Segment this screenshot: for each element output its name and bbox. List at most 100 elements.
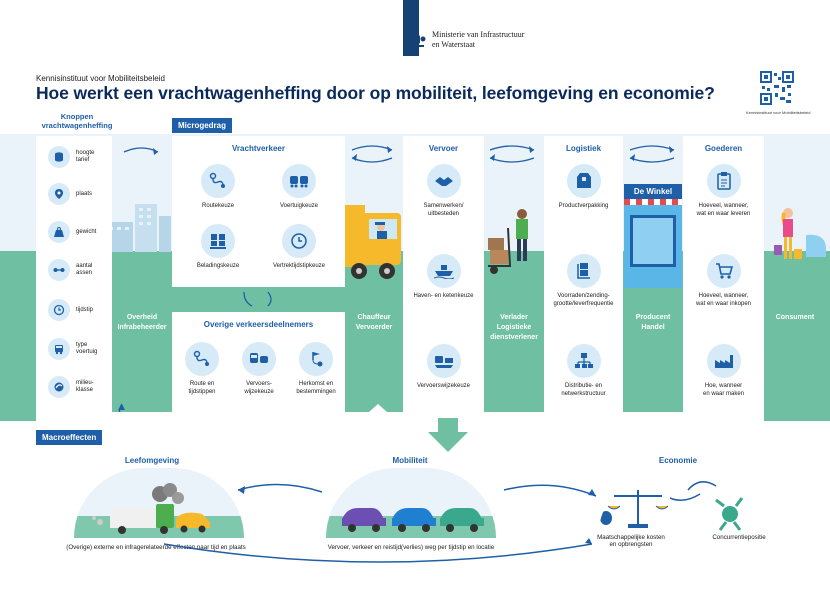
distributie-label-2: netwerkstructuur: [561, 391, 606, 397]
vertrektijdstipkeuze-item[interactable]: Vertrektijdstipkeuze: [260, 224, 338, 270]
mobiliteit-text: Vervoer, verkeer en reistijd(verlies) we…: [327, 544, 495, 551]
maken-item[interactable]: Hoe, wanneer en waar maken: [683, 344, 764, 398]
vervoerswijzekeuze-vervoer-item[interactable]: Vervoerswijzekeuze: [403, 344, 484, 390]
qr-code-icon[interactable]: [760, 71, 794, 105]
samenwerken-label-2: uitbesteden: [427, 211, 460, 217]
overige-title: Overige verkeersdeelnemers: [203, 320, 314, 329]
traffic-cars-illustration: [342, 508, 484, 532]
label-verlader: Verlader Logistieke dienstverlener: [484, 313, 544, 343]
label-producent: Producent Handel: [623, 313, 683, 333]
train-car-icon: [242, 342, 276, 376]
maken-label-2: en waar maken: [702, 391, 745, 397]
voertuigkeuze-item[interactable]: Voertuigkeuze: [268, 164, 330, 210]
scale-competition-illustration: [600, 490, 744, 531]
productverpakking-item[interactable]: Productverpakking: [544, 164, 623, 210]
shop-window: [630, 215, 676, 267]
vehicles-icon: [282, 164, 316, 198]
voorraden-label-1: Voorraden/zending-: [557, 293, 610, 299]
economie-title: Economie: [658, 456, 698, 465]
samenwerken-item[interactable]: Samenwerken/ uitbesteden: [405, 164, 482, 218]
knop-label-2: assen: [76, 270, 93, 276]
haven-ketenkeuze-item[interactable]: Haven- en ketenkeuze: [403, 254, 484, 300]
pollution-scene-illustration: [92, 483, 210, 534]
economie-dome: [598, 468, 768, 538]
maken-label-1: Hoe, wanneer: [704, 383, 743, 389]
knop-plaats[interactable]: plaats: [48, 183, 92, 205]
knop-label-2: tarief: [76, 157, 90, 163]
institute-label: Kennisinstituut voor Mobiliteitsbeleid: [36, 74, 165, 83]
maatschappelijke-label-2: en opbrengsten: [609, 541, 653, 548]
economie-text-2: Concurrentiepositie: [712, 534, 766, 541]
route-tijdstippen-item[interactable]: Route en tijdstippen: [176, 342, 228, 396]
ministry-name: Ministerie van Infrastructuur en Waterst…: [432, 30, 524, 50]
routekeuze-item[interactable]: Routekeuze: [190, 164, 246, 210]
vrachtverkeer-title: Vrachtverkeer: [232, 144, 285, 153]
knoppen-title: Knoppen vrachtwagenheffing: [36, 112, 118, 130]
city-buildings-illustration: [105, 204, 171, 252]
mobiliteit-title: Mobiliteit: [392, 456, 428, 465]
herkomst-item[interactable]: Herkomst en bestemmingen: [288, 342, 344, 396]
inkopen-label-1: Hoeveel, wanneer,: [698, 293, 749, 299]
samenwerken-label-1: Samenwerken/: [423, 203, 464, 209]
macroeffecten-tag: Macroeffecten: [36, 430, 103, 445]
goederen-panel: Goederen Hoeveel, wanneer, wat en waar l…: [683, 136, 764, 412]
knop-label: tijdstip: [76, 306, 94, 313]
label-consument: Consument: [764, 313, 826, 323]
knoppen-title-line-2: vrachtwagenheffing: [41, 121, 113, 130]
overheid-text: Overheid: [126, 314, 158, 321]
distributie-item[interactable]: Distributie- en netwerkstructuur: [544, 344, 623, 398]
leveren-item[interactable]: Hoeveel, wanneer, wat en waar leveren: [683, 164, 764, 218]
truck-ship-icon: [426, 344, 461, 378]
shop-sign: De Winkel: [624, 184, 682, 199]
clock-icon: [48, 299, 70, 321]
overige-panel: Overige verkeersdeelnemers Route en tijd…: [172, 312, 345, 412]
goederen-title: Goederen: [704, 144, 743, 153]
verlader-text: Verlader: [500, 314, 528, 321]
leefomgeving-dome: [74, 468, 244, 538]
down-arrow: [428, 418, 468, 452]
beladingskeuze-item[interactable]: Beladingskeuze: [186, 224, 250, 270]
consument-text: Consument: [775, 314, 815, 321]
vertrektijdstipkeuze-label: Vertrektijdstipkeuze: [272, 263, 326, 269]
knop-tijdstip[interactable]: tijdstip: [48, 299, 93, 321]
chauffeur-text: Chauffeur: [357, 314, 391, 321]
maatschappelijke-label-1: Maatschappelijke kosten: [597, 534, 665, 541]
knop-gewicht[interactable]: gewicht: [48, 221, 96, 243]
herkomst-label-1: Herkomst en: [298, 381, 333, 387]
route-label-2: tijdstippen: [188, 389, 216, 395]
handel-text: Handel: [641, 324, 665, 331]
vervoer-title: Vervoer: [428, 144, 459, 153]
network-icon: [566, 344, 601, 378]
route-label-1: Route en: [189, 381, 215, 387]
voertuigkeuze-label: Voertuigkeuze: [279, 203, 319, 209]
leveren-label-2: wat en waar leveren: [696, 211, 751, 217]
label-overheid: Overheid Infrabeheerder: [112, 313, 172, 333]
productverpakking-label: Productverpakking: [558, 203, 609, 209]
qr-label: Kennisinstituut voor Mobiliteitsbeleid: [746, 110, 811, 115]
inkopen-item[interactable]: Hoeveel, wanneer, wat en waar inkopen: [683, 254, 764, 308]
vervoerswijzekeuze-item[interactable]: Vervoers- wijzekeuze: [232, 342, 286, 396]
knop-label-2: voertuig: [76, 349, 98, 355]
vervoerder-text: Vervoerder: [355, 324, 393, 331]
vervoers-label-1: Vervoers-: [246, 381, 272, 387]
clipboard-icon: [706, 164, 741, 198]
producent-text: Producent: [635, 314, 671, 321]
up-arrow: [360, 404, 396, 430]
microgedrag-tag: Microgedrag: [172, 118, 233, 133]
leveren-label-1: Hoeveel, wanneer,: [698, 203, 749, 209]
axle-icon: [48, 259, 70, 281]
inkopen-label-2: wat en waar inkopen: [695, 301, 752, 307]
ministry-line-2: en Waterstaat: [432, 40, 475, 49]
knop-milieuklasse[interactable]: milieu-klasse: [48, 376, 94, 398]
truck-illustration: [345, 205, 401, 279]
voorraden-item[interactable]: Voorraden/zending- grootte/leverfrequent…: [544, 254, 623, 308]
ministry-line-1: Ministerie van Infrastructuur: [432, 30, 525, 39]
weight-icon: [48, 221, 70, 243]
economie-text-1: Maatschappelijke kosten en opbrengsten: [586, 534, 676, 548]
shop-awning: [624, 199, 682, 205]
worker-boxes-illustration: [488, 209, 528, 274]
